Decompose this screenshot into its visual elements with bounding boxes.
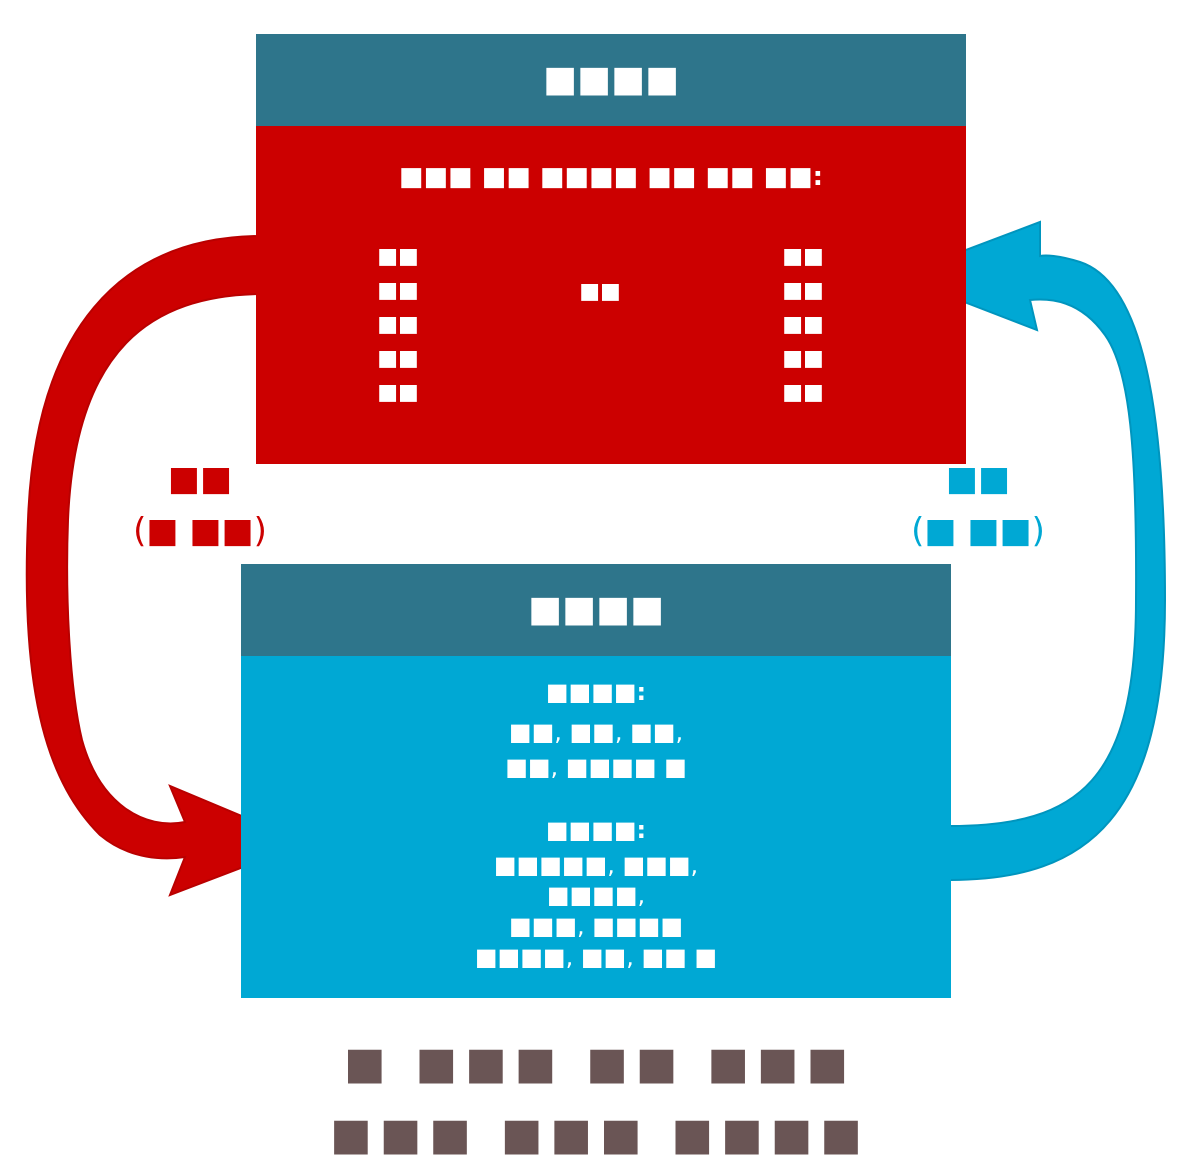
left-column-item: ■■ <box>377 346 419 371</box>
left-column-item: ■■ <box>377 312 419 337</box>
left-column-item: ■■ <box>377 380 419 405</box>
left-flow-label-line2: (■ ■■) <box>133 511 267 551</box>
right-column-item: ■■ <box>782 380 824 405</box>
bottom-panel-body: ■■■■: ■■, ■■, ■■, ■■, ■■■■ ■ ■■■■: ■■■■■… <box>241 656 951 998</box>
right-flow-label-line2: (■ ■■) <box>911 511 1045 551</box>
blue-cycle-arrow <box>894 220 1167 882</box>
left-flow-label: ■■ (■ ■■) <box>115 462 285 548</box>
bottom-section1-line1: ■■, ■■, ■■, <box>508 718 684 746</box>
top-panel-body: ■■■ ■■ ■■■■ ■■ ■■ ■■: ■■ ■■ ■■ ■■ ■■ ■■ … <box>256 126 966 464</box>
bottom-section2-title: ■■■■: <box>545 816 647 844</box>
bottom-panel-title: ■■■■ <box>527 589 665 630</box>
right-flow-label: ■■ (■ ■■) <box>893 462 1063 548</box>
center-item: ■■ <box>579 279 621 304</box>
bottom-section2-line1: ■■■■■, ■■■, <box>493 851 699 879</box>
bottom-section2-line2: ■■■■, <box>546 881 646 909</box>
right-column-item: ■■ <box>782 244 824 269</box>
bottom-section1-title: ■■■■: <box>545 678 647 706</box>
footer-line-2: ■■■ ■■■ ■■■■ <box>330 1109 870 1160</box>
top-panel-subtitle: ■■■ ■■ ■■■■ ■■ ■■ ■■: <box>398 162 824 192</box>
top-panel-title: ■■■■ <box>542 59 680 100</box>
right-column-item: ■■ <box>782 346 824 371</box>
right-column-item: ■■ <box>782 312 824 337</box>
bottom-section2-line3: ■■■, ■■■■ <box>509 912 683 940</box>
bottom-panel: ■■■■ ■■■■: ■■, ■■, ■■, ■■, ■■■■ ■ ■■■■: … <box>241 564 951 998</box>
left-flow-label-line1: ■■ <box>167 459 233 499</box>
bottom-section1-line2: ■■, ■■■■ ■ <box>505 753 687 781</box>
right-flow-label-line1: ■■ <box>945 459 1011 499</box>
footer-line-1: ■ ■■■ ■■ ■■■ <box>343 1038 857 1089</box>
right-column-item: ■■ <box>782 278 824 303</box>
left-column-item: ■■ <box>377 244 419 269</box>
left-column-item: ■■ <box>377 278 419 303</box>
red-cycle-arrow <box>25 234 309 897</box>
bottom-panel-header: ■■■■ <box>241 564 951 656</box>
top-panel-header: ■■■■ <box>256 34 966 126</box>
bottom-section2-line4: ■■■■, ■■, ■■ ■ <box>474 943 718 971</box>
top-panel: ■■■■ ■■■ ■■ ■■■■ ■■ ■■ ■■: ■■ ■■ ■■ ■■ ■… <box>256 34 966 464</box>
